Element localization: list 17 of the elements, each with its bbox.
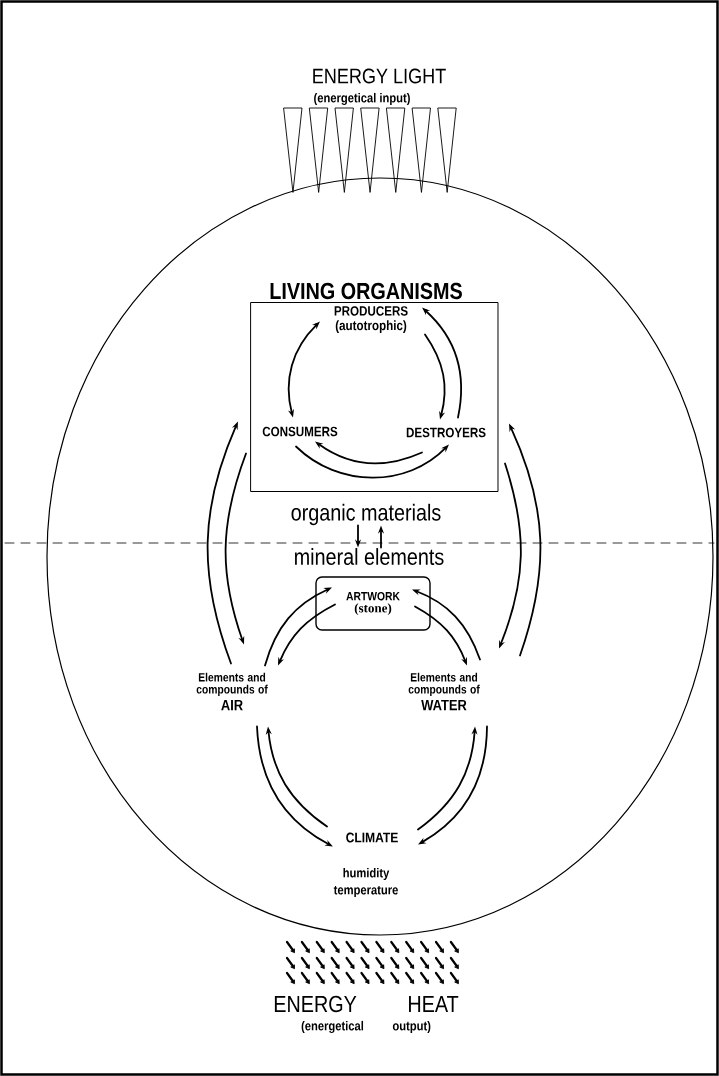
energy-title: ENERGY HEAT — [274, 995, 459, 1013]
node-caption: humidity temperature — [333, 867, 398, 898]
energy-subtitle: (energetical output) — [301, 1020, 431, 1034]
energy-title: ENERGY LIGHT — [313, 68, 446, 84]
node-label: Elements and compounds of WATER — [408, 672, 480, 711]
artwork-box: ARTWORK (stone) — [315, 576, 431, 631]
ecosystem-ellipse — [46, 177, 714, 936]
node-label: CONSUMERS — [262, 426, 338, 437]
arrow — [315, 441, 423, 465]
node-label: Elements and compounds of AIR — [196, 672, 268, 711]
energy-subtitle: (energetical input) — [314, 92, 410, 106]
node-label: CLIMATE — [346, 832, 398, 843]
node-label: organic materials — [291, 503, 441, 526]
node-label: PRODUCERS (autotrophic) — [334, 306, 408, 333]
node-label: mineral elements — [295, 548, 444, 565]
box-heading: LIVING ORGANISMS — [270, 282, 462, 300]
node-label: DESTROYERS — [406, 427, 486, 438]
